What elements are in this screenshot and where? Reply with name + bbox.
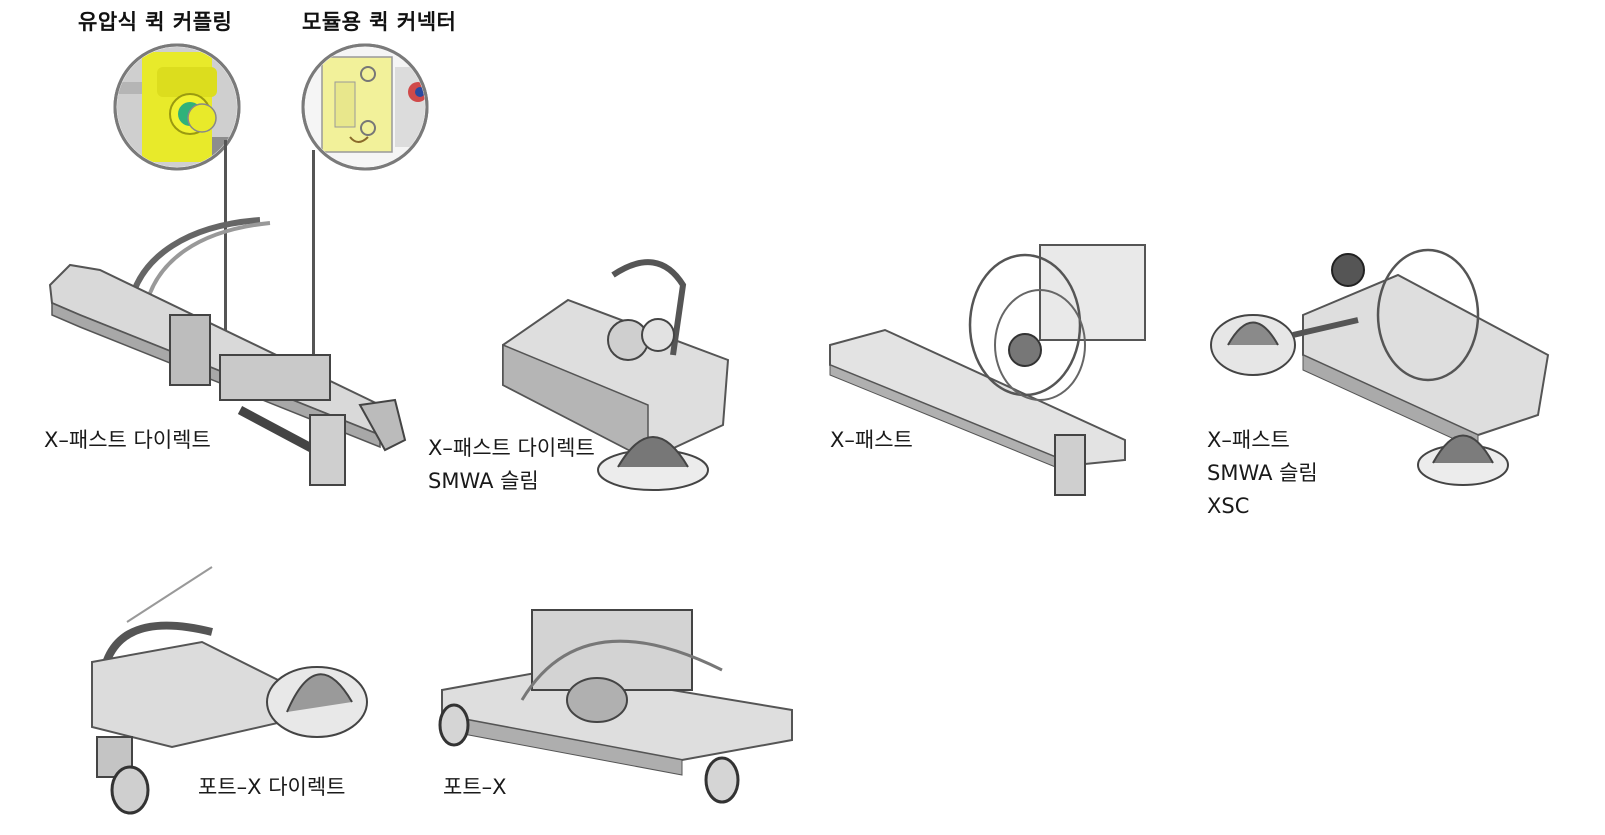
x-fast-illustration xyxy=(829,244,1146,496)
product-label-line: XSC xyxy=(1207,494,1250,518)
product-label-port-x-direct: 포트–X 다이렉트 xyxy=(198,771,345,804)
x-fast-direct-smwa-slim-illustration xyxy=(502,259,730,491)
callout-title-hydraulic-coupling: 유압식 퀵 커플링 xyxy=(78,10,233,34)
product-label-x-fast-direct-smwa-slim: X–패스트 다이렉트 SMWA 슬림 xyxy=(428,432,595,498)
product-label-x-fast-smwa-slim-xsc: X–패스트 SMWA 슬림 XSC xyxy=(1207,424,1318,523)
port-x-illustration xyxy=(438,609,793,804)
product-label-line: X–패스트 xyxy=(1207,428,1290,452)
product-label-x-fast-direct: X–패스트 다이렉트 xyxy=(44,424,211,457)
hydraulic-coupling-magnifier xyxy=(113,43,241,171)
x-fast-smwa-slim-xsc-illustration xyxy=(1210,248,1550,486)
hydraulic-coupling-leader-line xyxy=(224,140,227,340)
port-x-direct-illustration xyxy=(91,566,368,815)
product-label-line: SMWA 슬림 xyxy=(1207,461,1318,485)
product-label-port-x: 포트–X xyxy=(443,771,507,804)
product-label-x-fast: X–패스트 xyxy=(830,424,913,457)
product-label-line: 포트–X xyxy=(443,775,507,799)
product-label-line: 포트–X 다이렉트 xyxy=(198,775,346,799)
product-label-line: X–패스트 xyxy=(830,428,913,452)
modular-connector-magnifier xyxy=(301,43,429,171)
product-label-line: X–패스트 다이렉트 xyxy=(44,428,211,452)
callout-title-modular-connector: 모듈용 퀵 커넥터 xyxy=(302,10,457,34)
modular-connector-leader-line xyxy=(312,150,315,410)
x-fast-direct-illustration xyxy=(48,217,407,486)
product-label-line: SMWA 슬림 xyxy=(428,469,539,493)
product-label-line: X–패스트 다이렉트 xyxy=(428,436,595,460)
